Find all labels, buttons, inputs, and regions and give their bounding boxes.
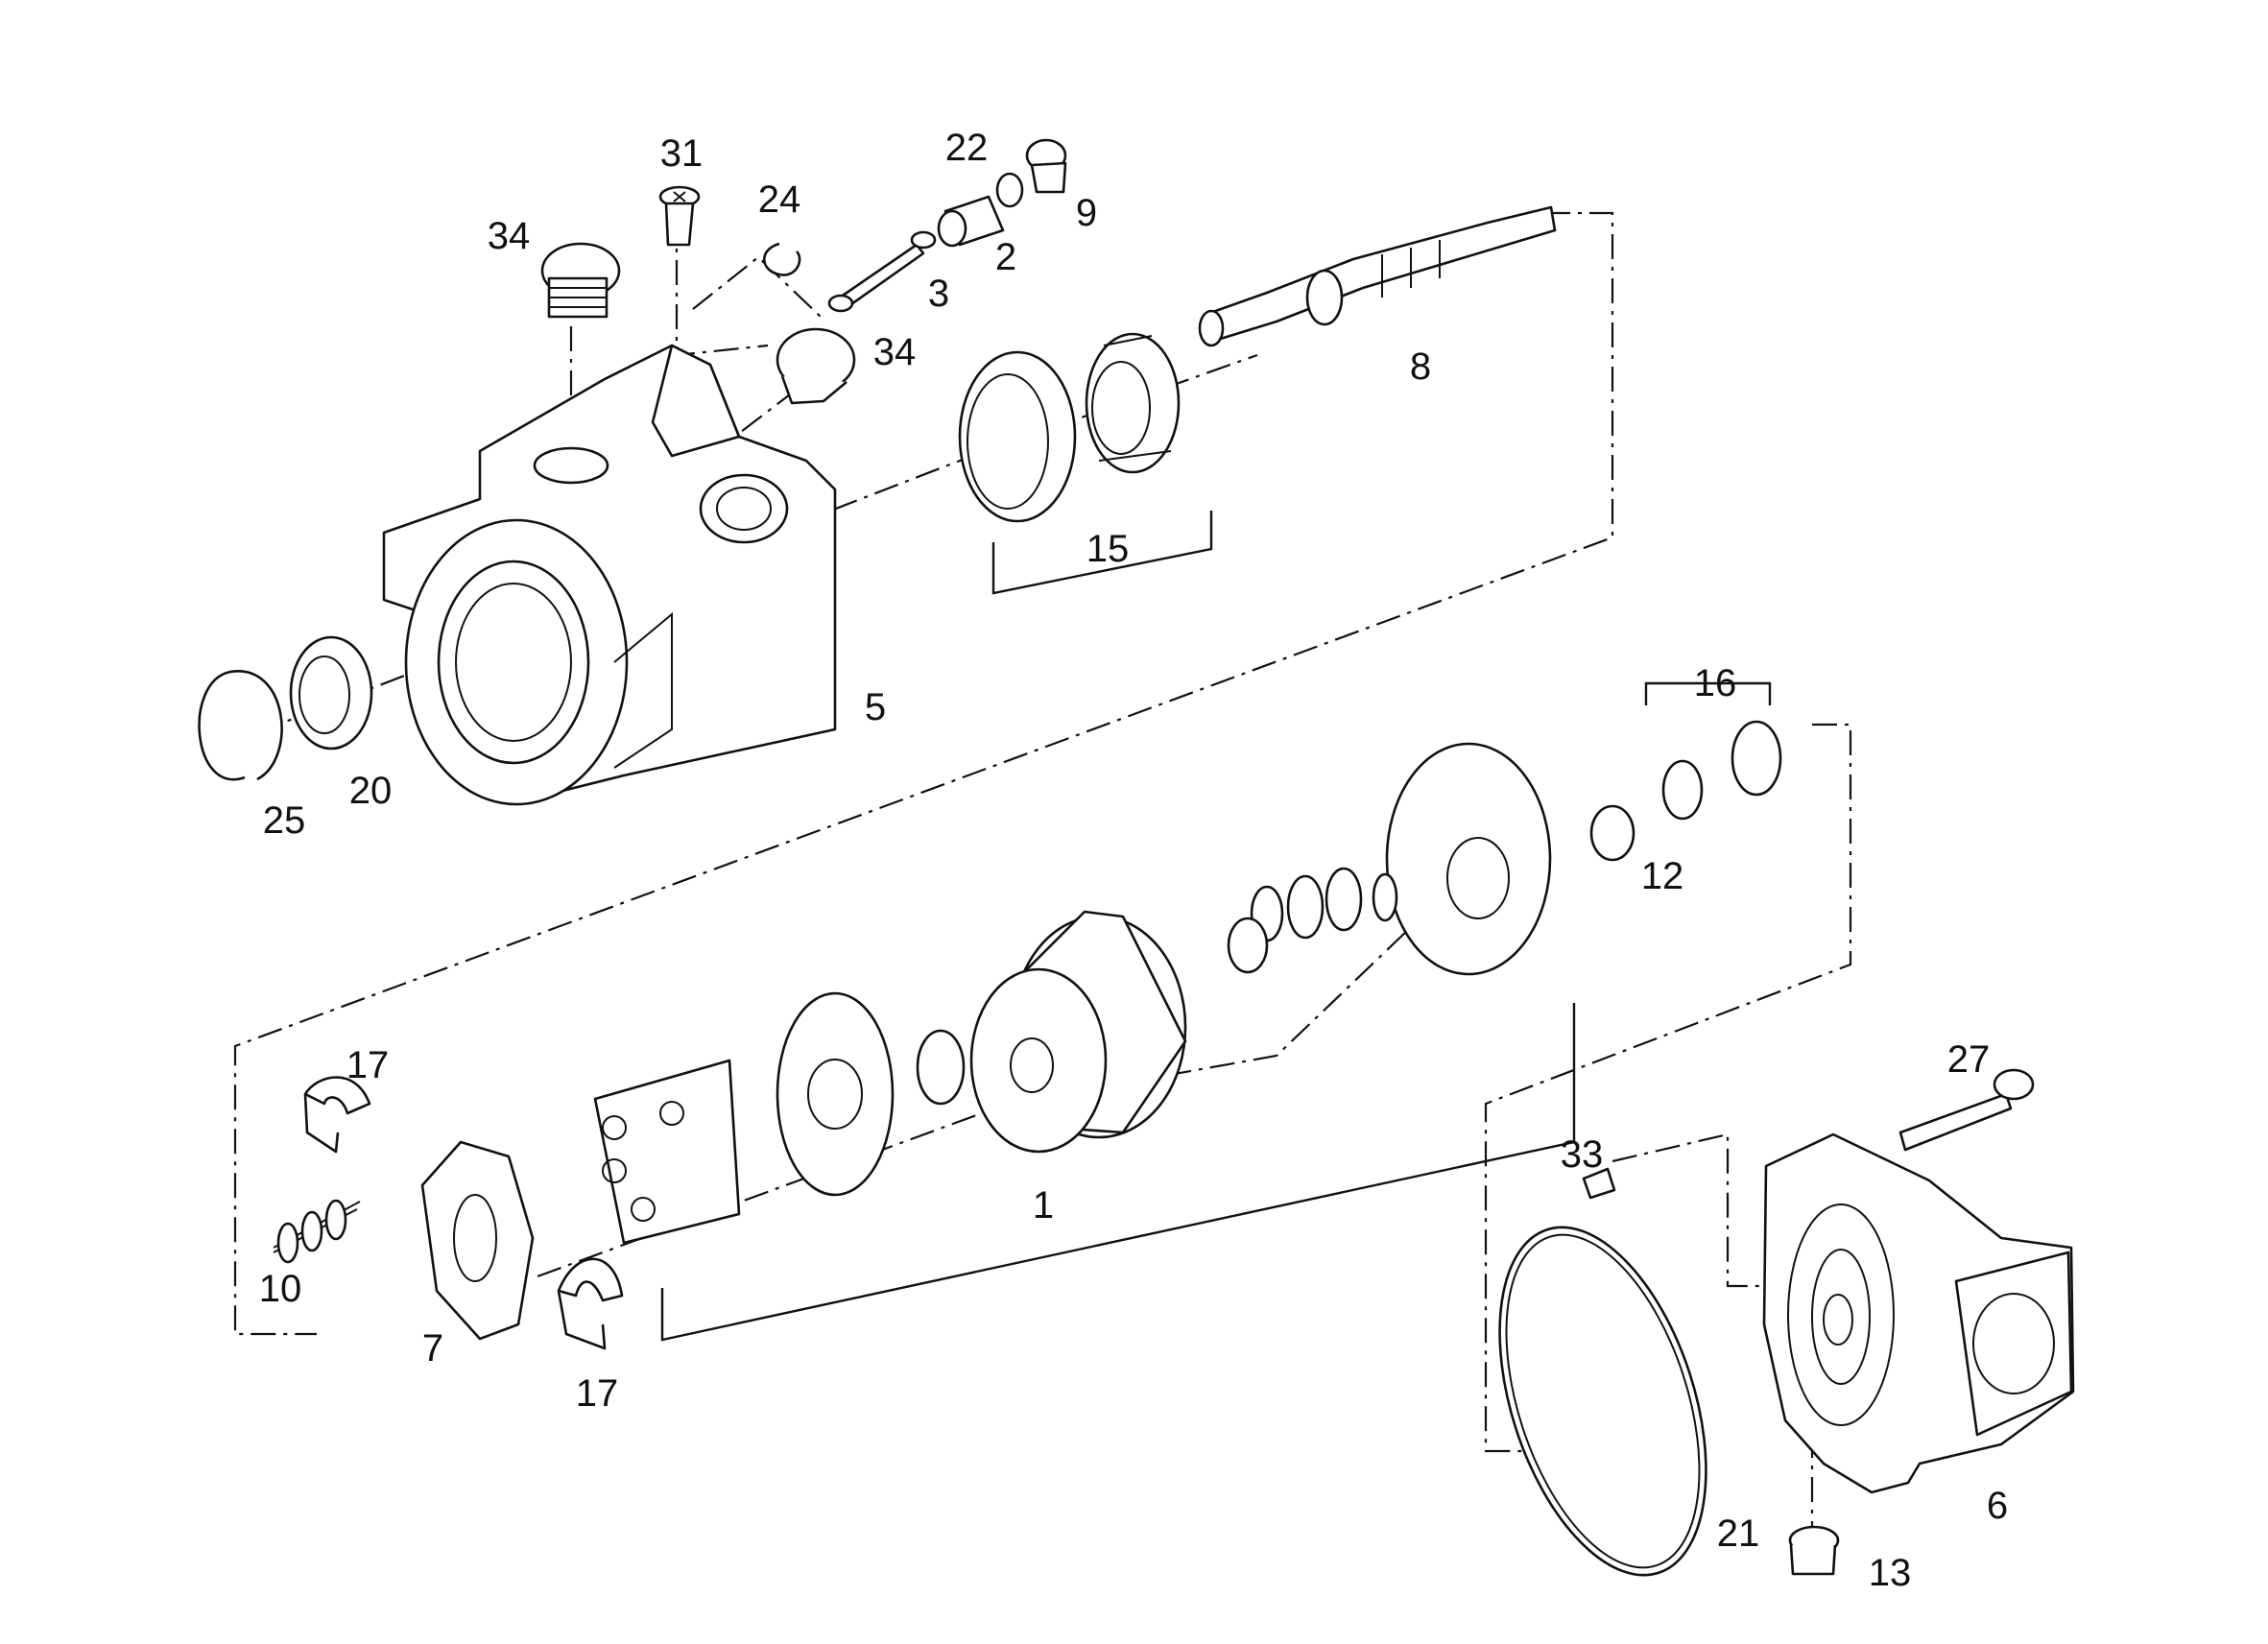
- snap-ring-25: [198, 670, 283, 781]
- bracket-15: [991, 511, 1213, 595]
- bracket-16: [1644, 681, 1772, 705]
- screw-31: [658, 185, 701, 247]
- part-label-15: 15: [1086, 528, 1130, 570]
- part-label-34-side: 34: [872, 331, 917, 373]
- part-label-21: 21: [1716, 1513, 1760, 1555]
- part-label-1: 1: [1032, 1184, 1055, 1227]
- ball-guide: [916, 1029, 966, 1106]
- part-label-10: 10: [258, 1268, 302, 1310]
- part-label-20: 20: [348, 770, 393, 812]
- sleeve-2: [937, 195, 1005, 248]
- screw-27: [1898, 1068, 2035, 1152]
- plug-34-side: [776, 327, 856, 405]
- swash-plate-7: [420, 1140, 535, 1341]
- pin-3: [827, 230, 937, 313]
- spring-group: [1227, 867, 1398, 974]
- oring-21: [1498, 1226, 1707, 1577]
- bracket-1: [660, 1003, 1576, 1342]
- plug-axis-34b: [671, 381, 807, 486]
- part-label-24: 24: [757, 179, 801, 221]
- retainer-plate: [776, 991, 895, 1197]
- part-label-31: 31: [659, 132, 704, 175]
- pin-axis-33: [1611, 1132, 1795, 1288]
- part-label-25: 25: [262, 799, 306, 842]
- plug-9: [1025, 138, 1067, 194]
- part-label-8: 8: [1409, 345, 1432, 388]
- pistons: [593, 1059, 741, 1245]
- bushing-17-lower: [557, 1257, 624, 1350]
- part-label-2: 2: [994, 236, 1017, 278]
- pin-24: [763, 242, 801, 276]
- part-label-22: 22: [944, 127, 989, 169]
- part-label-5: 5: [864, 686, 887, 728]
- end-cover-6: [1762, 1132, 2075, 1494]
- part-label-16: 16: [1693, 662, 1737, 704]
- cylinder-block: [969, 910, 1187, 1154]
- pin-axis-24: [692, 255, 822, 318]
- spring-10: [273, 1199, 361, 1264]
- part-label-3: 3: [927, 273, 950, 315]
- part-label-13: 13: [1868, 1552, 1912, 1594]
- bearing-15: [958, 332, 1181, 523]
- shaft-8: [1198, 205, 1557, 347]
- part-label-33: 33: [1560, 1133, 1604, 1176]
- housing-part-5: [382, 344, 837, 806]
- oring-22: [995, 172, 1024, 208]
- part-label-27: 27: [1946, 1038, 1991, 1081]
- port-plate: [1385, 742, 1552, 976]
- bush-20: [289, 635, 373, 751]
- assembly-boundary-upper: [233, 211, 1614, 1336]
- part-label-6: 6: [1986, 1485, 2009, 1527]
- part-label-17-upper: 17: [346, 1044, 390, 1086]
- part-label-34-top: 34: [487, 215, 531, 257]
- pin-33: [1582, 1167, 1616, 1200]
- bushing-17-upper: [303, 1076, 371, 1154]
- part-label-9: 9: [1075, 192, 1098, 234]
- plug-13: [1788, 1525, 1840, 1576]
- bearing-12-16: [1589, 720, 1782, 862]
- part-label-7: 7: [421, 1327, 444, 1370]
- part-label-17-lower: 17: [575, 1372, 619, 1415]
- plug-34-top: [540, 242, 621, 319]
- part-label-12: 12: [1640, 855, 1684, 897]
